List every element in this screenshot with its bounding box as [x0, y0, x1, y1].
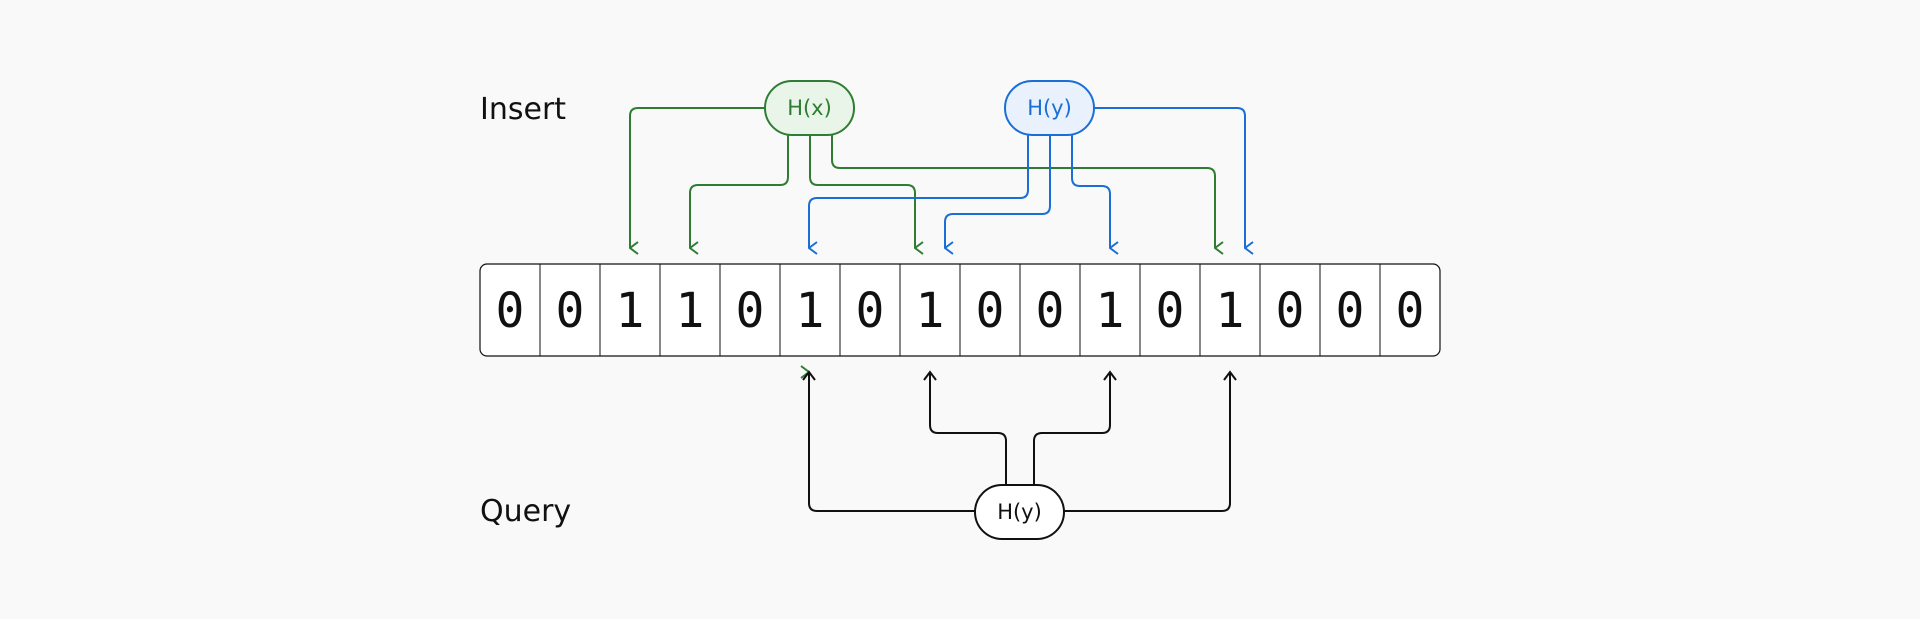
insert-y-arrow [808, 135, 1029, 248]
insert-hash-x: H(x) [764, 80, 855, 136]
query-y-arrow [929, 372, 1007, 485]
up-arrow-icon [923, 370, 937, 381]
hash-pill-y [1004, 80, 1095, 136]
query-y-arrow [809, 372, 975, 512]
up-arrow-icon [802, 370, 816, 381]
bit-cell-0: 0 [496, 283, 525, 339]
query-hash-label: H(y) [997, 500, 1042, 524]
bit-cell-5: 1 [796, 283, 825, 339]
query-y-arrow [1033, 372, 1111, 485]
bit-cell-11: 0 [1156, 283, 1185, 339]
bit-cell-9: 0 [1036, 283, 1065, 339]
query-hash-pill [974, 484, 1065, 540]
query-hash-y: H(y) [974, 484, 1065, 540]
bit-cell-2: 1 [616, 283, 645, 339]
up-arrow-icon [1103, 370, 1117, 381]
bit-cell-6: 0 [856, 283, 885, 339]
insert-hash-y: H(y) [1004, 80, 1095, 136]
hash-x-label: H(x) [787, 96, 832, 120]
query-arrowheads [802, 370, 1237, 381]
query-y-arrow [1064, 372, 1231, 512]
query-y-connectors [809, 372, 1231, 512]
bit-cell-4: 0 [736, 283, 765, 339]
bit-cell-14: 0 [1336, 283, 1365, 339]
insert-label: Insert [480, 92, 566, 127]
up-arrow-icon [1223, 370, 1237, 381]
bit-cell-10: 1 [1096, 283, 1125, 339]
insert-y-arrow [1094, 107, 1245, 248]
insert-y-arrow [1071, 135, 1110, 248]
insert-y-connectors [808, 107, 1245, 248]
insert-x-arrow [831, 135, 1215, 248]
insert-x-connectors [629, 107, 1215, 248]
insert-x-arrow [629, 107, 765, 248]
hash-y-label: H(y) [1027, 96, 1072, 120]
bit-cell-12: 1 [1216, 283, 1245, 339]
bit-cell-7: 1 [916, 283, 945, 339]
hash-pill-x [764, 80, 855, 136]
insert-x-arrow [689, 135, 789, 248]
bit-cell-15: 0 [1396, 283, 1425, 339]
insert-x-arrow [809, 135, 915, 248]
bit-cell-3: 1 [676, 283, 705, 339]
bit-cell-8: 0 [976, 283, 1005, 339]
query-label: Query [480, 494, 571, 529]
bit-cell-1: 0 [556, 283, 585, 339]
insert-y-arrow [944, 135, 1051, 248]
bit-cell-13: 0 [1276, 283, 1305, 339]
